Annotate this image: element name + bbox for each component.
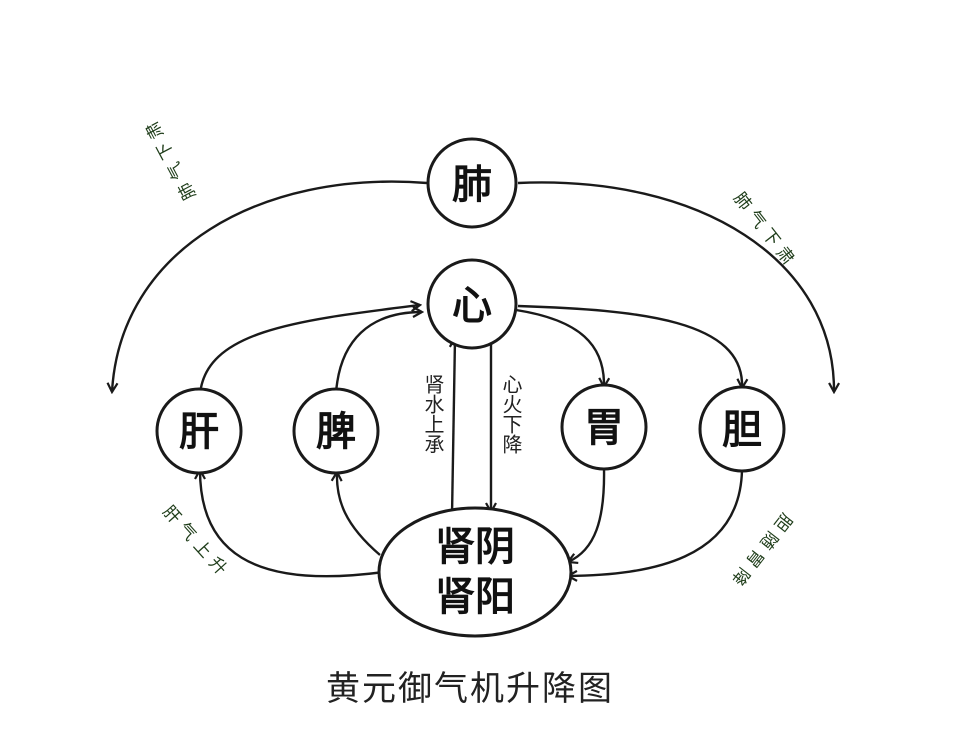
kidney-node: 肾阴 肾阳 (377, 506, 573, 638)
kidney-yin-label: 肾阴 (435, 523, 515, 570)
heart-label: 心 (452, 282, 492, 329)
kidney-to-spleen-arrow (337, 472, 381, 556)
spleen-label: 脾 (316, 408, 356, 455)
heart-to-stomach-arrow (515, 308, 604, 387)
heart-node: 心 (426, 258, 518, 350)
lung-node: 肺 (426, 137, 518, 229)
gallbladder-node: 胆 (698, 385, 786, 473)
lung-to-right-arc (517, 181, 834, 392)
diagram-caption: 黄元御气机升降图 (326, 669, 614, 709)
gallbladder-to-kidney-arrow (568, 469, 744, 576)
lung-qi-down-left-label: 肺气下肃 (140, 112, 201, 203)
stomach-to-kidney-arrow (568, 467, 606, 562)
spleen-to-heart-arrow (334, 312, 422, 394)
gallbladder-label: 胆 (722, 406, 762, 453)
gallbladder-down-label: 胆随胃降 (723, 509, 795, 594)
stomach-node: 胃 (560, 383, 648, 471)
kidney-yang-label: 肾阳 (435, 573, 515, 620)
heart-to-gallbladder-arrow (517, 304, 742, 388)
liver-label: 肝 (179, 408, 219, 455)
heart-fire-down-label: 心火下降 (499, 374, 523, 454)
spleen-node: 脾 (292, 387, 380, 475)
kidney-to-liver-arrow (200, 470, 385, 578)
liver-to-heart-arrow (198, 305, 420, 396)
kidney-water-up-arrow (452, 338, 455, 517)
stomach-label: 胃 (584, 404, 624, 451)
lung-to-left-arc (112, 180, 428, 392)
liver-node: 肝 (155, 387, 243, 475)
lung-label: 肺 (452, 161, 492, 208)
kidney-water-up-label: 肾水上承 (421, 374, 445, 454)
